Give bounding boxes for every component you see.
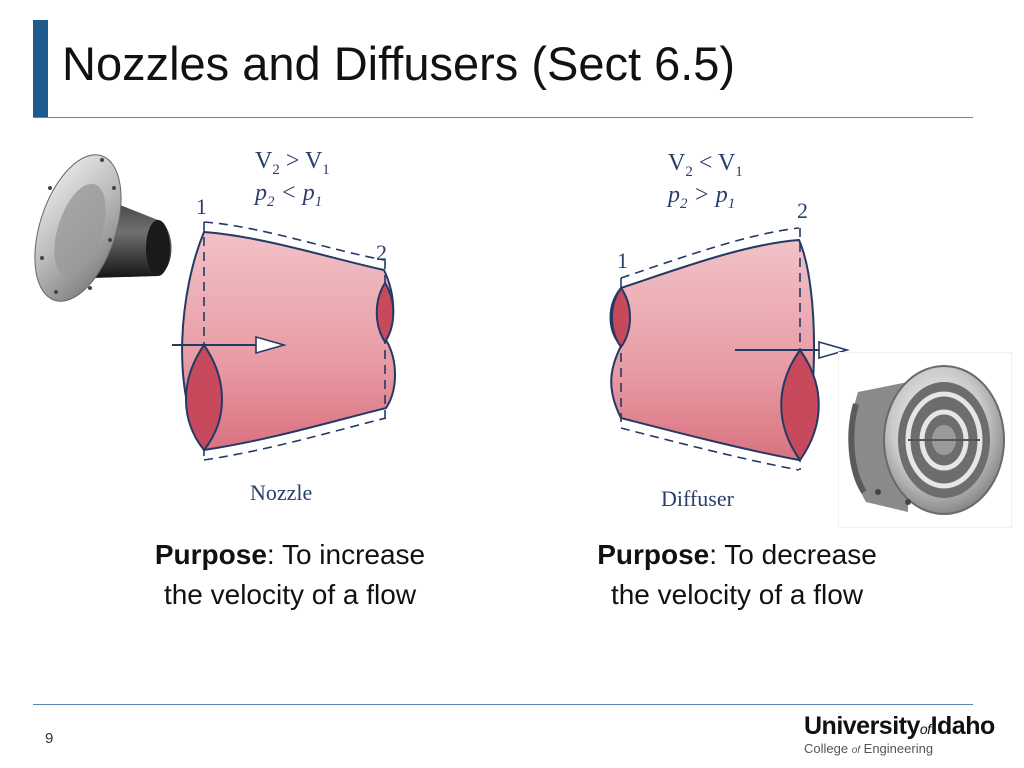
diffuser-purpose-label: Purpose (597, 539, 710, 570)
university-logo: UniversityofIdaho College of Engineering (804, 712, 1016, 762)
diffuser-station-2: 2 (797, 198, 808, 223)
nozzle-pressure-relation: p2 < p1 (253, 180, 322, 210)
diffuser-purpose: Purpose: To decrease the velocity of a f… (537, 535, 937, 615)
title-divider (33, 117, 973, 118)
title-accent-bar (33, 20, 48, 117)
diffuser-diagram: V2 < V1 p2 > p1 1 2 Diffuser (609, 150, 850, 511)
nozzle-velocity-relation: V2 > V1 (255, 148, 330, 178)
nozzle-purpose-line1: Purpose: To increase (154, 539, 426, 570)
nozzle-photo (34, 154, 172, 302)
slide-title: Nozzles and Diffusers (Sect 6.5) (62, 37, 736, 90)
diffuser-purpose-line2: the velocity of a flow (610, 579, 864, 610)
nozzle-station-1: 1 (196, 194, 207, 219)
nozzle-station-2: 2 (376, 240, 387, 265)
nozzle-purpose-line2: the velocity of a flow (163, 579, 417, 610)
diffuser-pressure-relation: p2 > p1 (666, 182, 735, 212)
nozzle-purpose: Purpose: To increase the velocity of a f… (90, 535, 490, 615)
page-number: 9 (45, 730, 54, 747)
logo-wordmark: UniversityofIdaho (804, 712, 995, 740)
footer-divider (33, 704, 973, 705)
diffuser-caption: Diffuser (661, 486, 735, 511)
diffuser-photo (838, 352, 1012, 528)
logo-college: College of Engineering (804, 741, 934, 756)
nozzle-purpose-label: Purpose (154, 539, 267, 570)
nozzle-diagram: V2 > V1 p2 < p1 1 2 Nozzle (172, 148, 396, 505)
diffuser-station-1: 1 (617, 248, 628, 273)
diffuser-velocity-relation: V2 < V1 (668, 150, 743, 180)
nozzle-caption: Nozzle (250, 480, 312, 505)
diffuser-purpose-line1: Purpose: To decrease (597, 539, 877, 570)
